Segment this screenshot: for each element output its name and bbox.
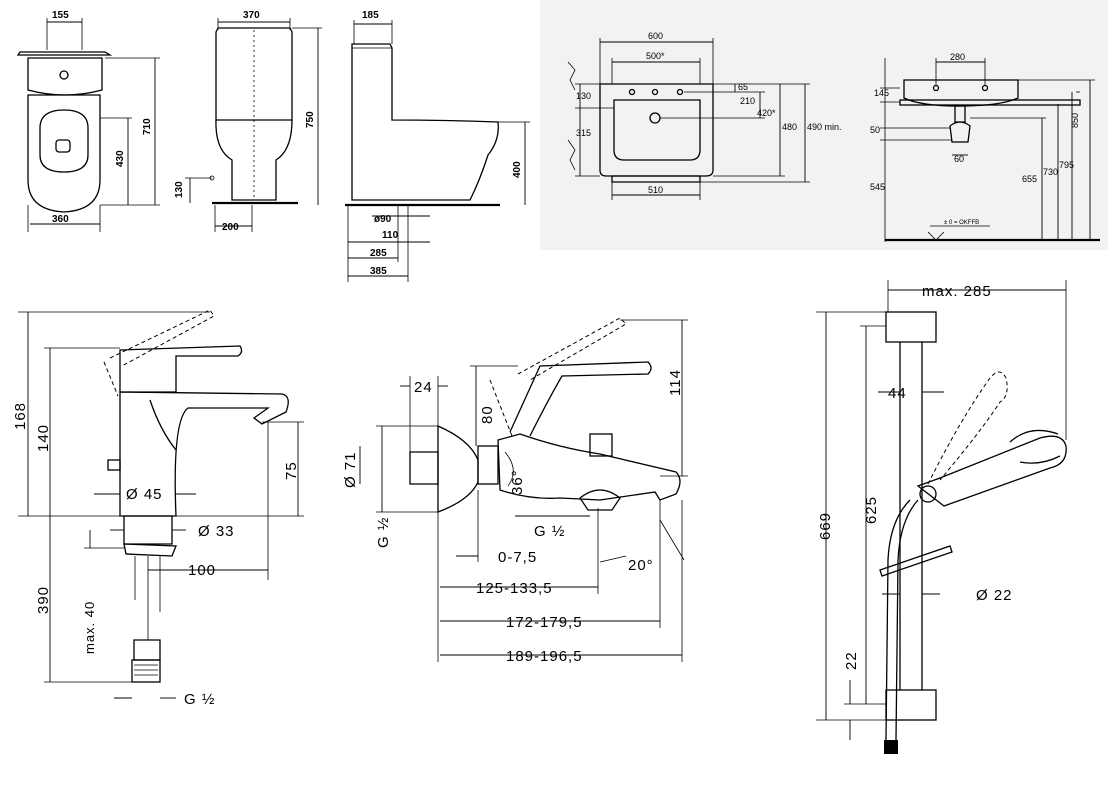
dim-50: 50 xyxy=(870,125,880,135)
dim-80: 80 xyxy=(479,405,496,424)
dim-189-196: 189-196,5 xyxy=(506,648,583,665)
floor-reference-label: ± 0 = OKFFB xyxy=(944,220,979,226)
dim-24: 24 xyxy=(414,379,433,396)
dim-22: 22 xyxy=(843,651,860,670)
dim-625: 625 xyxy=(863,496,880,524)
dim-669: 669 xyxy=(817,512,834,540)
dim-655: 655 xyxy=(1022,174,1037,184)
dim-125-133: 125-133,5 xyxy=(476,580,553,597)
dim-145: 145 xyxy=(874,88,889,98)
dim-20-deg: 20° xyxy=(628,557,654,574)
dim-114: 114 xyxy=(667,369,684,396)
dim-315: 315 xyxy=(576,128,591,138)
dim-500: 500* xyxy=(646,51,665,61)
toilet-side-view xyxy=(185,18,322,232)
dim-730: 730 xyxy=(1043,167,1058,177)
dim-0-7-5: 0-7,5 xyxy=(498,549,537,566)
bath-mixer-drawing xyxy=(359,317,688,662)
dim-155: 155 xyxy=(52,10,69,21)
dim-60: 60 xyxy=(954,154,964,164)
dim-130-basin: 130 xyxy=(576,91,591,101)
dim-600: 600 xyxy=(648,31,663,41)
dim-130: 130 xyxy=(174,181,185,198)
basin-mixer-drawing xyxy=(18,309,304,699)
dim-510: 510 xyxy=(648,185,663,195)
dim-210: 210 xyxy=(740,96,755,106)
dim-172-179: 172-179,5 xyxy=(506,614,583,631)
dim-75: 75 xyxy=(283,461,300,480)
dim-750: 750 xyxy=(305,111,316,128)
dim-385: 385 xyxy=(370,266,387,277)
toilet-profile-view xyxy=(345,20,530,282)
toilet-front-view xyxy=(16,18,160,232)
dim-d45: Ø 45 xyxy=(126,486,163,503)
dim-850: 850 xyxy=(1070,113,1080,128)
dim-d22: Ø 22 xyxy=(976,587,1013,604)
dim-140: 140 xyxy=(35,424,52,452)
dim-430: 430 xyxy=(115,150,126,167)
dim-44: 44 xyxy=(888,385,907,402)
dim-o90: ø90 xyxy=(374,214,392,225)
dim-max285: max. 285 xyxy=(922,283,992,300)
dim-g-half-horizontal: G ½ xyxy=(534,523,565,540)
dim-65: 65 xyxy=(738,82,748,92)
dim-360: 360 xyxy=(52,214,69,225)
dim-480: 480 xyxy=(782,122,797,132)
dim-545: 545 xyxy=(870,182,885,192)
dim-100: 100 xyxy=(188,562,216,579)
dim-490: 490 min. xyxy=(807,122,842,132)
dim-g-half-vertical: G ½ xyxy=(375,517,392,548)
dim-795: 795 xyxy=(1059,160,1074,170)
dim-36: 36° xyxy=(509,469,526,495)
basin-side-view xyxy=(880,58,1100,242)
dim-g-half-basin: G ½ xyxy=(184,691,215,708)
shower-rail-drawing xyxy=(816,280,1067,754)
dim-285: 285 xyxy=(370,248,387,259)
dim-280: 280 xyxy=(950,52,965,62)
dim-390: 390 xyxy=(35,586,52,614)
dim-d33: Ø 33 xyxy=(198,523,235,540)
dim-d71: Ø 71 xyxy=(342,451,359,488)
dim-710: 710 xyxy=(142,118,153,135)
dim-400: 400 xyxy=(512,161,523,178)
dim-168: 168 xyxy=(12,402,29,430)
dim-370: 370 xyxy=(243,10,260,21)
dim-110: 110 xyxy=(382,230,399,241)
dim-200: 200 xyxy=(222,222,239,233)
basin-front-view xyxy=(567,38,810,200)
dim-max40: max. 40 xyxy=(82,601,97,654)
dim-420: 420* xyxy=(757,108,776,118)
dim-185: 185 xyxy=(362,10,379,21)
